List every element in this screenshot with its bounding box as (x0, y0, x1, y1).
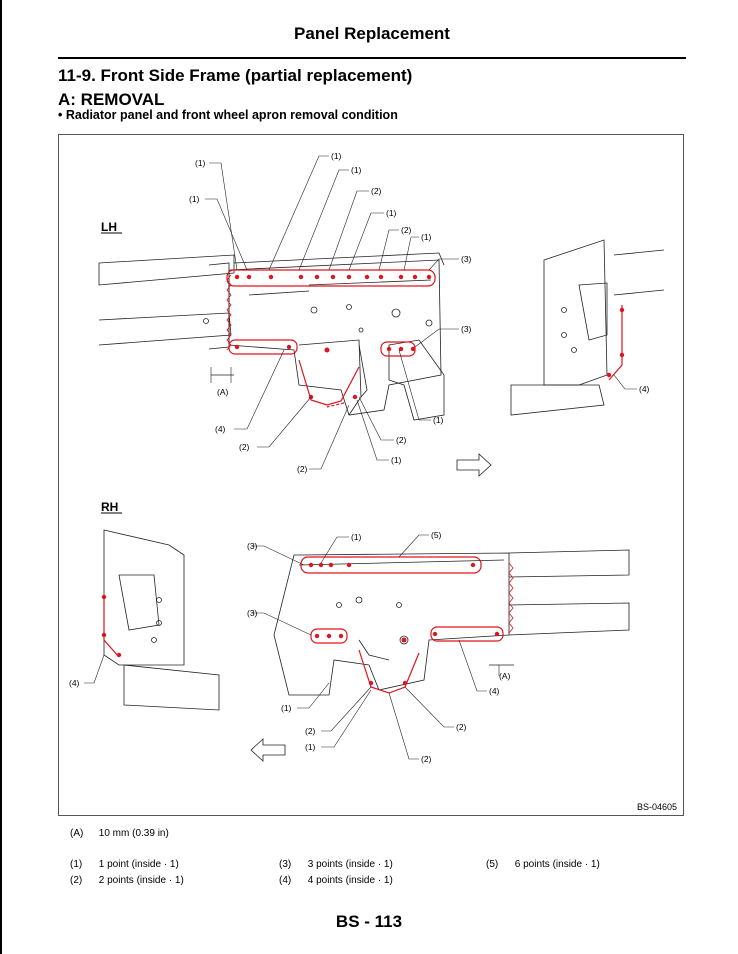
legend-item-3: (3) 3 points (inside · 1) (279, 859, 393, 870)
rh-detail-weld (103, 595, 120, 658)
legend-item-3-key: (3) (279, 859, 292, 870)
legend-item-4-text: 4 points (inside · 1) (307, 875, 393, 886)
section-subtitle: A: REMOVAL (58, 90, 165, 109)
page-header: Panel Replacement (294, 24, 450, 43)
legend-item-5: (5) 6 points (inside · 1) (486, 859, 600, 870)
frame-illustration: LH RH (1) (1) (1) (1) (2) (1) (2) (1) (3… (58, 134, 684, 816)
legend-item-2: (2) 2 points (inside · 1) (70, 875, 184, 886)
legend-item-1-text: 1 point (inside · 1) (98, 859, 179, 870)
legend-a-key: (A) (70, 828, 84, 839)
page-number: BS - 113 (335, 912, 403, 931)
legend-item-1-key: (1) (70, 859, 83, 870)
lh-detail-points (606, 307, 625, 378)
legend-item-2-key: (2) (70, 875, 83, 886)
legend-item-5-key: (5) (486, 859, 499, 870)
legend-item-4: (4) 4 points (inside · 1) (279, 875, 393, 886)
legend-item-4-key: (4) (279, 875, 292, 886)
page-edge-rule (0, 0, 2, 954)
figure-id: BS-04605 (636, 802, 677, 812)
rh-view (273, 549, 630, 696)
rh-weld-lines (300, 556, 504, 694)
rh-detail-view (103, 529, 220, 711)
lh-detail-view (510, 239, 665, 416)
lh-detail-weld (608, 305, 623, 381)
arrow-left-icon (250, 738, 286, 762)
legend-a-text: 10 mm (0.39 in) (98, 828, 169, 839)
section-title: 11-9. Front Side Frame (partial replacem… (58, 66, 413, 85)
lh-view (98, 252, 445, 421)
lh-weld-lines (226, 269, 436, 408)
legend-a: (A) 10 mm (0.39 in) (70, 828, 169, 839)
legend-item-2-text: 2 points (inside · 1) (98, 875, 184, 886)
header-divider (58, 57, 686, 59)
rh-detail-points (101, 594, 122, 658)
legend-item-1: (1) 1 point (inside · 1) (70, 859, 179, 870)
legend-item-5-text: 6 points (inside · 1) (514, 859, 600, 870)
leader-lines (84, 155, 637, 760)
condition-bullet: • Radiator panel and front wheel apron r… (58, 108, 398, 122)
rh-weld-points (308, 562, 500, 686)
lh-weld-points (234, 274, 432, 400)
legend-item-3-text: 3 points (inside · 1) (307, 859, 393, 870)
illustration-svg (84, 155, 665, 762)
arrow-right-icon (456, 453, 492, 477)
